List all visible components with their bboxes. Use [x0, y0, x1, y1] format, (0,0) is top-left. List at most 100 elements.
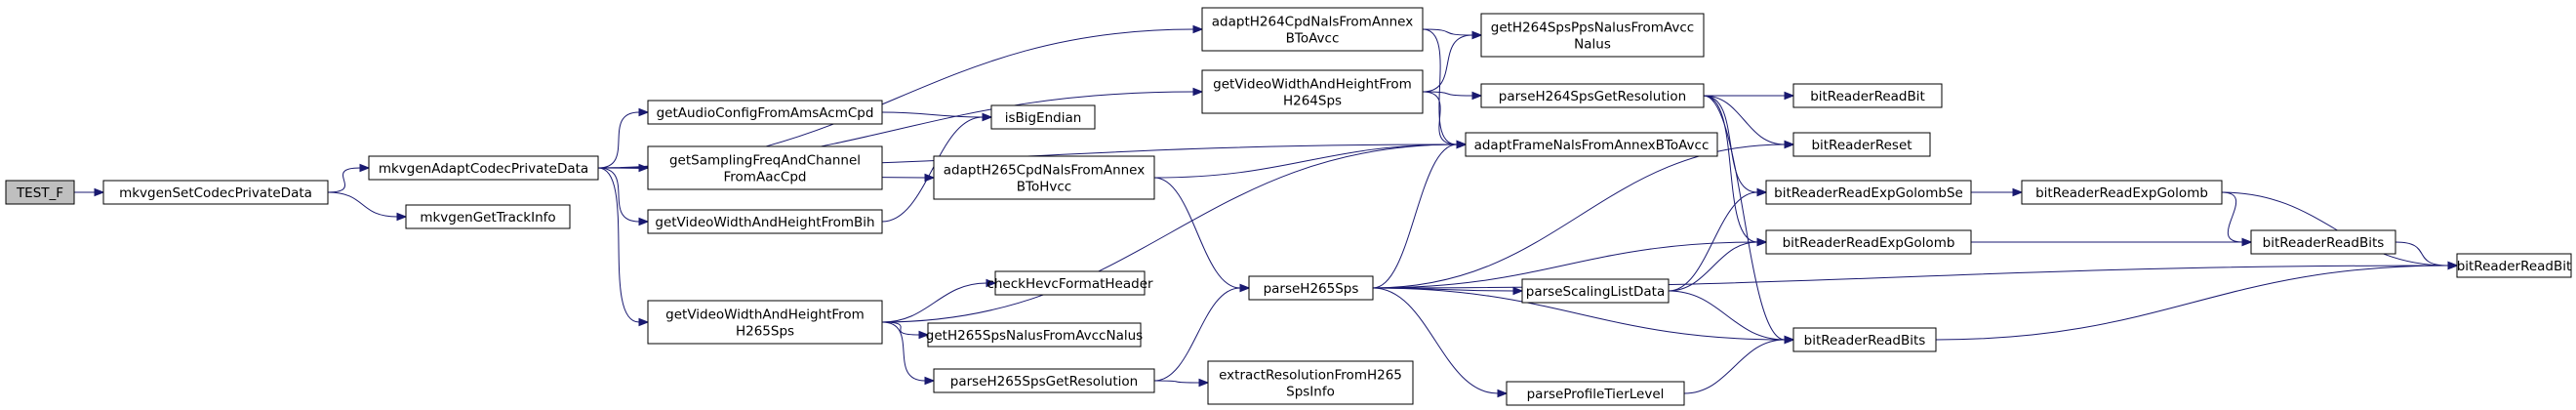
node-box — [1792, 327, 1937, 352]
node-label: getSamplingFreqAndChannel — [669, 153, 861, 169]
edge-test-f-to-mkvgen-set-codec-private-data — [74, 187, 105, 197]
node-label: BToHvcc — [1017, 180, 1071, 195]
edge-get-video-width-and-height-from-h265-sps-to-check-hevc-format-header — [881, 278, 997, 323]
edge-arrowhead — [1456, 140, 1468, 149]
node-parse-h264-sps-get-resolution[interactable]: parseH264SpsGetResolution — [1480, 83, 1705, 108]
node-bit-reader-read-bit[interactable]: bitReaderReadBit — [1792, 83, 1943, 108]
node-bit-reader-read-bit[interactable]: bitReaderReadBit — [2456, 253, 2572, 278]
node-label: TEST_F — [16, 185, 63, 201]
node-label: mkvgenAdaptCodecPrivateData — [379, 161, 588, 177]
node-label: getVideoWidthAndHeightFrom — [1213, 77, 1412, 93]
node-parse-h265-sps[interactable]: parseH265Sps — [1248, 275, 1374, 301]
node-box — [927, 322, 1142, 348]
edge-adapt-h264-cpd-nals-from-annex-bto-avcc-to-adapt-frame-nals-from-annex-bto-avcc — [1422, 28, 1468, 149]
edge-arrowhead — [1192, 24, 1204, 34]
edge-arrowhead — [1198, 378, 1210, 388]
edge-line — [327, 191, 398, 218]
edge-get-video-width-and-height-from-h265-sps-to-get-h265-sps-nalus-from-avcc-nalus — [881, 321, 930, 340]
edge-arrowhead — [1784, 140, 1795, 149]
edge-get-video-width-and-height-from-h264-sps-to-parse-h264-sps-get-resolution — [1422, 91, 1483, 101]
edge-line — [1935, 265, 2449, 341]
edge-parse-h264-sps-get-resolution-to-bit-reader-read-exp-golomb — [1703, 95, 1768, 247]
node-box — [990, 104, 1096, 130]
edge-mkvgen-adapt-codec-private-data-to-get-video-width-and-height-from-bih — [597, 167, 650, 226]
node-label: bitReaderReadExpGolombSe — [1774, 185, 1963, 201]
node-bit-reader-read-exp-golomb[interactable]: bitReaderReadExpGolomb — [1765, 229, 1972, 255]
node-label: bitReaderReadBits — [1804, 333, 1926, 348]
edge-arrowhead — [396, 212, 408, 222]
edge-arrowhead — [1471, 91, 1483, 101]
edge-line — [1153, 144, 1458, 179]
node-bit-reader-read-bits[interactable]: bitReaderReadBits — [1792, 327, 1937, 352]
node-get-h265-sps-nalus-from-avcc-nalus[interactable]: getH265SpsNalusFromAvccNalus — [926, 322, 1143, 348]
node-mkvgen-adapt-codec-private-data[interactable]: mkvgenAdaptCodecPrivateData — [368, 155, 599, 181]
node-bit-reader-read-bits[interactable]: bitReaderReadBits — [2250, 229, 2396, 255]
node-parse-profile-tier-level[interactable]: parseProfileTierLevel — [1506, 381, 1685, 406]
edge-line — [1703, 95, 1786, 145]
node-box — [1765, 229, 1972, 255]
node-box — [1465, 132, 1718, 157]
node-bit-reader-reset[interactable]: bitReaderReset — [1792, 132, 1931, 157]
edge-arrowhead — [638, 107, 650, 117]
node-label: adaptH264CpdNalsFromAnnex — [1212, 15, 1413, 30]
node-get-video-width-and-height-from-bih[interactable]: getVideoWidthAndHeightFromBih — [647, 209, 883, 234]
edge-arrowhead — [1239, 283, 1251, 293]
edge-mkvgen-adapt-codec-private-data-to-get-video-width-and-height-from-h265-sps — [597, 167, 650, 327]
node-box — [2021, 180, 2223, 205]
node-parse-h265-sps-get-resolution[interactable]: parseH265SpsGetResolution — [933, 368, 1155, 393]
node-box — [1792, 132, 1931, 157]
edge-bit-reader-read-bits-to-bit-reader-read-bit — [1935, 261, 2459, 341]
node-box — [1521, 278, 1670, 304]
edge-line — [1703, 95, 1758, 193]
node-box — [1207, 360, 1414, 405]
node-label: H264Sps — [1283, 94, 1342, 109]
node-box — [405, 204, 571, 229]
edge-arrowhead — [1192, 87, 1204, 97]
edge-parse-scaling-list-data-to-bit-reader-read-exp-golomb — [1668, 237, 1768, 292]
edge-arrowhead — [1756, 237, 1768, 247]
node-box — [647, 100, 883, 125]
node-box — [994, 270, 1146, 296]
node-box — [1792, 83, 1943, 108]
edge-line — [1372, 144, 1786, 289]
edge-arrowhead — [924, 376, 936, 386]
node-label: bitReaderReadBits — [2263, 235, 2385, 251]
edge-arrowhead — [2447, 261, 2459, 270]
node-mkvgen-get-track-info[interactable]: mkvgenGetTrackInfo — [405, 204, 571, 229]
edge-arrowhead — [2012, 187, 2024, 197]
node-box — [368, 155, 599, 181]
node-box — [933, 155, 1155, 200]
node-adapt-frame-nals-from-annex-bto-avcc[interactable]: adaptFrameNalsFromAnnexBToAvcc — [1465, 132, 1718, 157]
node-parse-scaling-list-data[interactable]: parseScalingListData — [1521, 278, 1670, 304]
node-label: getAudioConfigFromAmsAcmCpd — [657, 105, 874, 121]
node-mkvgen-set-codec-private-data[interactable]: mkvgenSetCodecPrivateData — [102, 180, 329, 205]
node-box — [1506, 381, 1685, 406]
node-bit-reader-read-exp-golomb-se[interactable]: bitReaderReadExpGolombSe — [1765, 180, 1972, 205]
edge-parse-h265-sps-get-resolution-to-parse-h265-sps — [1153, 283, 1251, 382]
node-bit-reader-read-exp-golomb[interactable]: bitReaderReadExpGolomb — [2021, 180, 2223, 205]
edge-mkvgen-adapt-codec-private-data-to-get-audio-config-from-ams-acm-cpd — [597, 107, 650, 169]
node-test-f[interactable]: TEST_F — [5, 180, 75, 205]
edge-line — [1422, 28, 1458, 145]
node-get-audio-config-from-ams-acm-cpd[interactable]: getAudioConfigFromAmsAcmCpd — [647, 100, 883, 125]
node-label: getH265SpsNalusFromAvccNalus — [926, 328, 1143, 344]
edge-arrowhead — [982, 112, 993, 122]
node-is-big-endian[interactable]: isBigEndian — [990, 104, 1096, 130]
edge-line — [1703, 95, 1786, 341]
node-label: Nalus — [1574, 37, 1611, 53]
edge-line — [881, 321, 926, 382]
edge-line — [1153, 287, 1241, 382]
edge-line — [1422, 91, 1458, 145]
node-check-hevc-format-header[interactable]: checkHevcFormatHeader — [986, 270, 1153, 296]
node-label: checkHevcFormatHeader — [986, 276, 1153, 292]
node-label: parseProfileTierLevel — [1527, 387, 1665, 402]
node-label: getVideoWidthAndHeightFromBih — [655, 215, 874, 230]
